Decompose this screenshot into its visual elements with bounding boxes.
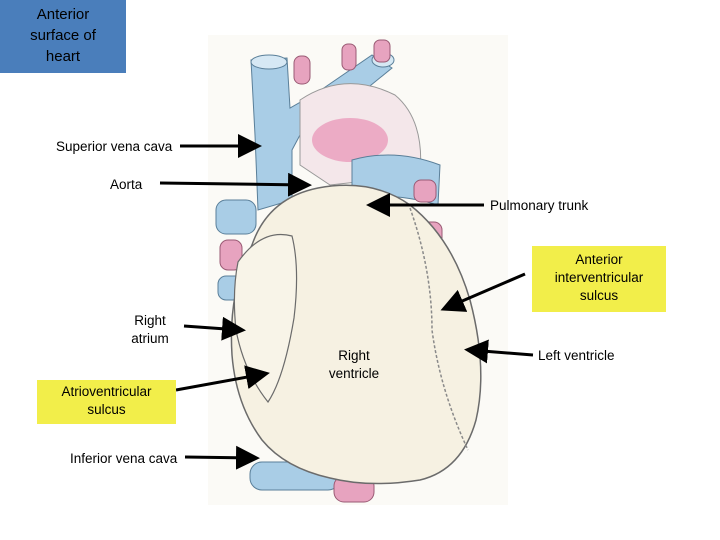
- arrow-left-ventricle: [470, 350, 533, 355]
- label-right-atrium-line-1: Right: [122, 312, 178, 330]
- label-left-ventricle: Left ventricle: [538, 347, 615, 365]
- label-inferior-vena-cava: Inferior vena cava: [70, 450, 177, 468]
- label-anterior-interventricular-sulcus: Anterior interventricular sulcus: [532, 246, 666, 312]
- arrow-aorta: [160, 183, 306, 185]
- arrow-inferior-vena-cava: [185, 457, 254, 458]
- label-atrioventricular-sulcus-line-1: Atrioventricular: [37, 383, 176, 401]
- arrow-anterior-interventricular-sulcus: [446, 274, 525, 308]
- label-anterior-interventricular-sulcus-line-1: Anterior: [532, 251, 666, 269]
- label-pulmonary-trunk: Pulmonary trunk: [490, 197, 588, 215]
- label-superior-vena-cava: Superior vena cava: [56, 138, 172, 156]
- label-right-ventricle: Right ventricle: [323, 347, 385, 383]
- label-atrioventricular-sulcus-line-2: sulcus: [37, 401, 176, 419]
- label-right-atrium-line-2: atrium: [122, 330, 178, 348]
- label-atrioventricular-sulcus: Atrioventricular sulcus: [37, 380, 176, 424]
- label-right-atrium: Right atrium: [122, 312, 178, 348]
- label-anterior-interventricular-sulcus-line-2: interventricular: [532, 269, 666, 287]
- label-right-ventricle-line-1: Right: [323, 347, 385, 365]
- arrow-right-atrium: [184, 326, 240, 330]
- label-right-ventricle-line-2: ventricle: [323, 365, 385, 383]
- arrow-atrioventricular-sulcus: [176, 374, 264, 390]
- label-anterior-interventricular-sulcus-line-3: sulcus: [532, 287, 666, 305]
- label-aorta: Aorta: [110, 176, 142, 194]
